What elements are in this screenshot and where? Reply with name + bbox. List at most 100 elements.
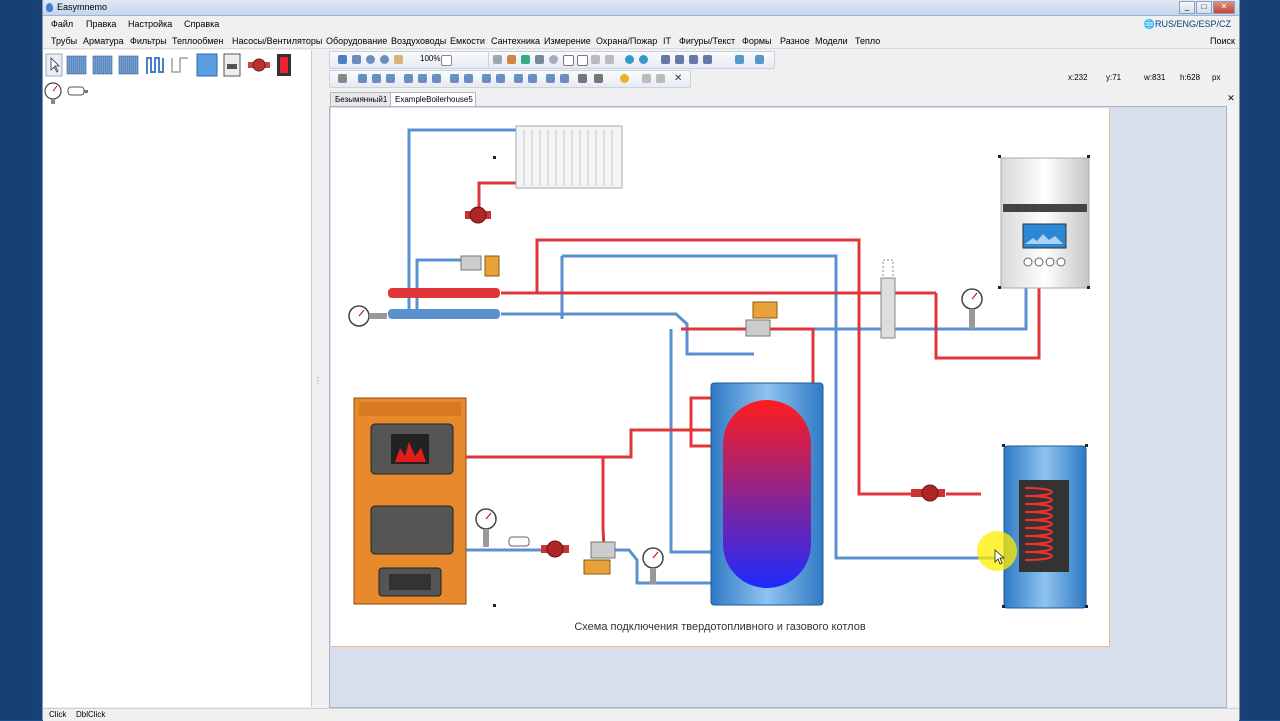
text-icon[interactable]	[591, 55, 600, 64]
align-left-icon[interactable]	[358, 74, 367, 83]
select-area-icon[interactable]	[735, 55, 744, 64]
pan-icon[interactable]	[338, 55, 347, 64]
sensor-icon[interactable]	[67, 86, 88, 96]
settings-gear-icon[interactable]	[594, 74, 603, 83]
buffer-tank[interactable]	[710, 382, 824, 606]
radiator-icon[interactable]	[66, 55, 87, 75]
zoom-fit-icon[interactable]	[352, 55, 361, 64]
page-icon[interactable]	[441, 55, 452, 66]
manometer-boiler[interactable]	[475, 508, 497, 547]
vertical-scrollbar[interactable]	[1228, 106, 1237, 706]
radiator-3-icon[interactable]	[118, 55, 139, 75]
image-icon[interactable]	[535, 55, 544, 64]
tab-example-boilerhouse[interactable]: ExampleBoilerhouse5	[390, 92, 476, 106]
pointer-tool-icon[interactable]	[45, 53, 63, 77]
cat-equipment[interactable]: Оборудование	[326, 36, 388, 46]
pen-icon[interactable]	[507, 55, 516, 64]
menu-edit[interactable]: Правка	[86, 19, 117, 29]
filter-icon[interactable]	[277, 54, 291, 76]
cat-fittings[interactable]: Арматура	[83, 36, 124, 46]
temperature-sensor[interactable]	[508, 536, 530, 547]
ungroup-icon[interactable]	[528, 74, 537, 83]
u-pipe-icon[interactable]	[171, 57, 188, 73]
connector-icon[interactable]	[755, 55, 764, 64]
undo-icon[interactable]	[625, 55, 634, 64]
radiator-2-icon[interactable]	[92, 55, 113, 75]
align-right-icon[interactable]	[386, 74, 395, 83]
zoom-level[interactable]: 100%	[420, 54, 441, 63]
search-button[interactable]: Поиск	[1210, 36, 1235, 46]
gas-boiler[interactable]	[1000, 157, 1090, 289]
pump-icon[interactable]	[248, 58, 270, 72]
round-rect-icon[interactable]	[577, 55, 588, 66]
panel-splitter[interactable]: ⋮	[313, 50, 322, 707]
cat-security[interactable]: Охрана/Пожар	[596, 36, 658, 46]
same-width-icon[interactable]	[450, 74, 459, 83]
valve-boiler[interactable]	[583, 541, 616, 575]
pump-radiator[interactable]	[465, 206, 491, 224]
indirect-water-heater[interactable]	[1003, 445, 1087, 609]
group-icon[interactable]	[514, 74, 523, 83]
solid-fuel-boiler[interactable]	[353, 397, 467, 605]
cat-tanks[interactable]: Емкости	[450, 36, 485, 46]
zoom-in-icon[interactable]	[366, 55, 375, 64]
manometer-tank[interactable]	[642, 547, 664, 584]
radiator[interactable]	[515, 125, 623, 189]
coil-icon[interactable]	[146, 57, 164, 74]
cat-shapes-text[interactable]: Фигуры/Текст	[679, 36, 736, 46]
pump-tank[interactable]	[911, 484, 945, 502]
cat-plumbing[interactable]: Сантехника	[491, 36, 541, 46]
valve-radiator[interactable]	[460, 255, 500, 277]
paste-icon[interactable]	[560, 74, 569, 83]
cat-pipes[interactable]: Трубы	[51, 36, 78, 46]
lock-2-icon[interactable]	[642, 74, 651, 83]
cat-pumps[interactable]: Насосы/Вентиляторы	[232, 36, 323, 46]
minimize-button[interactable]: _	[1179, 1, 1195, 14]
hydraulic-separator[interactable]	[880, 259, 896, 339]
cat-measurement[interactable]: Измерение	[544, 36, 591, 46]
manometer-left[interactable]	[348, 305, 387, 327]
send-back-icon[interactable]	[496, 74, 505, 83]
align-bottom-icon[interactable]	[432, 74, 441, 83]
redo-icon[interactable]	[639, 55, 648, 64]
ellipse-icon[interactable]	[549, 55, 558, 64]
same-height-icon[interactable]	[464, 74, 473, 83]
bring-front-icon[interactable]	[482, 74, 491, 83]
valve-top[interactable]	[745, 301, 778, 337]
align-middle-icon[interactable]	[418, 74, 427, 83]
cat-heat[interactable]: Тепло	[855, 36, 881, 46]
tab-untitled[interactable]: Безымянный1	[330, 92, 391, 106]
menu-settings[interactable]: Настройка	[128, 19, 173, 29]
pump-boiler[interactable]	[541, 540, 569, 558]
cat-misc[interactable]: Разное	[780, 36, 810, 46]
panel-icon[interactable]	[196, 53, 218, 77]
cat-models[interactable]: Модели	[815, 36, 848, 46]
zoom-out-icon[interactable]	[380, 55, 389, 64]
copy-icon[interactable]	[546, 74, 555, 83]
cat-heat-exchange[interactable]: Теплообмен	[172, 36, 224, 46]
manometer-right[interactable]	[961, 288, 983, 329]
close-button[interactable]: ✕	[1213, 1, 1235, 14]
menu-help[interactable]: Справка	[184, 19, 220, 29]
align-center-icon[interactable]	[372, 74, 381, 83]
align-top-icon[interactable]	[404, 74, 413, 83]
cat-it[interactable]: IT	[663, 36, 671, 46]
rotate-icon[interactable]	[689, 55, 698, 64]
flip-h-icon[interactable]	[661, 55, 670, 64]
maximize-button[interactable]: □	[1196, 1, 1212, 14]
lock-icon[interactable]	[620, 74, 629, 83]
scale-icon[interactable]	[703, 55, 712, 64]
grid-icon[interactable]	[338, 74, 347, 83]
snap-icon[interactable]	[578, 74, 587, 83]
table-icon[interactable]	[605, 55, 614, 64]
menu-file[interactable]: Файл	[51, 19, 74, 29]
cat-ducts[interactable]: Воздуховоды	[391, 36, 447, 46]
manometer-icon[interactable]	[44, 82, 62, 104]
language-selector[interactable]: 🌐RUS/ENG/ESP/CZ	[1144, 19, 1231, 30]
rect-icon[interactable]	[563, 55, 574, 66]
cat-forms[interactable]: Формы	[742, 36, 772, 46]
hand-icon[interactable]	[394, 55, 403, 64]
flip-v-icon[interactable]	[675, 55, 684, 64]
boiler-icon[interactable]	[223, 53, 241, 77]
fill-icon[interactable]	[493, 55, 502, 64]
